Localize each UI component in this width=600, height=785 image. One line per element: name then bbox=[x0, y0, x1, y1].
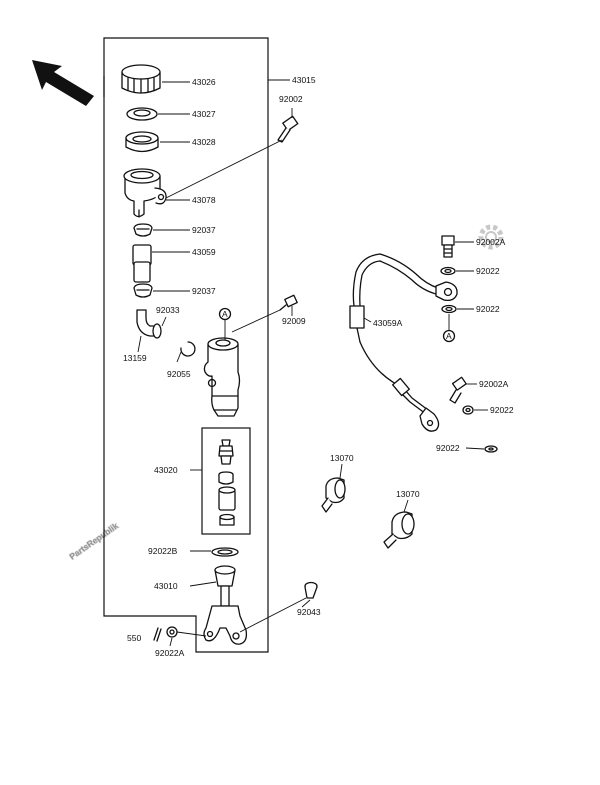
callout-92022a-lower: 92022A bbox=[155, 648, 185, 658]
mounting-bolt bbox=[279, 294, 298, 311]
reservoir-hose bbox=[132, 244, 152, 283]
callout-43010: 43010 bbox=[154, 581, 178, 591]
callout-92022-4: 92022 bbox=[436, 443, 460, 453]
callout-92022-3: 92022 bbox=[490, 405, 514, 415]
hose-clip-a bbox=[321, 477, 346, 513]
washer-2 bbox=[441, 304, 457, 314]
callout-13070-b: 13070 bbox=[396, 489, 420, 499]
callout-43027: 43027 bbox=[192, 109, 216, 119]
callout-92043: 92043 bbox=[297, 607, 321, 617]
reference-label-a: A bbox=[222, 309, 228, 319]
diaphragm bbox=[125, 131, 159, 153]
clevis-pin bbox=[304, 581, 318, 599]
callout-92055: 92055 bbox=[167, 369, 191, 379]
direction-arrow-icon bbox=[32, 60, 94, 106]
banjo-bolt-upper bbox=[277, 115, 299, 143]
gear-icon bbox=[478, 224, 504, 250]
reference-label-a-hose: A bbox=[446, 331, 452, 341]
washer-3 bbox=[462, 405, 474, 415]
reservoir-body bbox=[123, 168, 167, 218]
reference-circle-icon: A bbox=[218, 307, 232, 321]
callout-43059: 43059 bbox=[192, 247, 216, 257]
piston-kit-frame bbox=[201, 427, 251, 535]
callout-43078: 43078 bbox=[192, 195, 216, 205]
diaphragm-plate bbox=[126, 107, 158, 121]
callout-92002a-middle: 92002A bbox=[479, 379, 509, 389]
callout-43028: 43028 bbox=[192, 137, 216, 147]
brake-hose bbox=[349, 253, 439, 415]
master-cylinder-body bbox=[203, 337, 241, 417]
callout-43020: 43020 bbox=[154, 465, 178, 475]
callout-92037-upper: 92037 bbox=[192, 225, 216, 235]
callout-550: 550 bbox=[127, 633, 141, 643]
cotter-pin bbox=[153, 627, 162, 642]
callout-43015: 43015 bbox=[292, 75, 316, 85]
circlip bbox=[180, 341, 196, 357]
banjo-bolt-middle bbox=[449, 376, 467, 404]
reference-circle-icon: A bbox=[442, 329, 456, 343]
hose-elbow bbox=[136, 309, 162, 339]
callout-43059a: 43059A bbox=[373, 318, 403, 328]
assembly-frame bbox=[103, 37, 269, 653]
callout-92002a-top: 92002A bbox=[476, 237, 506, 247]
callout-13070-a: 13070 bbox=[330, 453, 354, 463]
washer-1 bbox=[440, 266, 456, 276]
callout-92009: 92009 bbox=[282, 316, 306, 326]
piston-kit bbox=[218, 439, 236, 526]
push-rod-clevis bbox=[203, 565, 248, 645]
callout-92022b: 92022B bbox=[148, 546, 178, 556]
callout-13159: 13159 bbox=[123, 353, 147, 363]
washer-4 bbox=[484, 445, 498, 453]
hose-clip-b bbox=[383, 511, 415, 549]
hose-clamp-lower bbox=[133, 283, 153, 298]
reservoir-cap bbox=[121, 64, 161, 94]
banjo-fitting-lower bbox=[419, 407, 440, 432]
hose-clamp-upper bbox=[133, 223, 153, 237]
watermark: PartsRepublik bbox=[67, 521, 120, 562]
circlip-92022b bbox=[211, 547, 239, 557]
banjo-fitting-upper bbox=[435, 281, 458, 302]
callout-92022-2: 92022 bbox=[476, 304, 500, 314]
callout-92002: 92002 bbox=[279, 94, 303, 104]
banjo-bolt-top bbox=[441, 235, 455, 258]
callout-92033: 92033 bbox=[156, 305, 180, 315]
callout-92022-1: 92022 bbox=[476, 266, 500, 276]
callout-43026: 43026 bbox=[192, 77, 216, 87]
washer-92022a bbox=[166, 626, 178, 638]
callout-92037-lower: 92037 bbox=[192, 286, 216, 296]
